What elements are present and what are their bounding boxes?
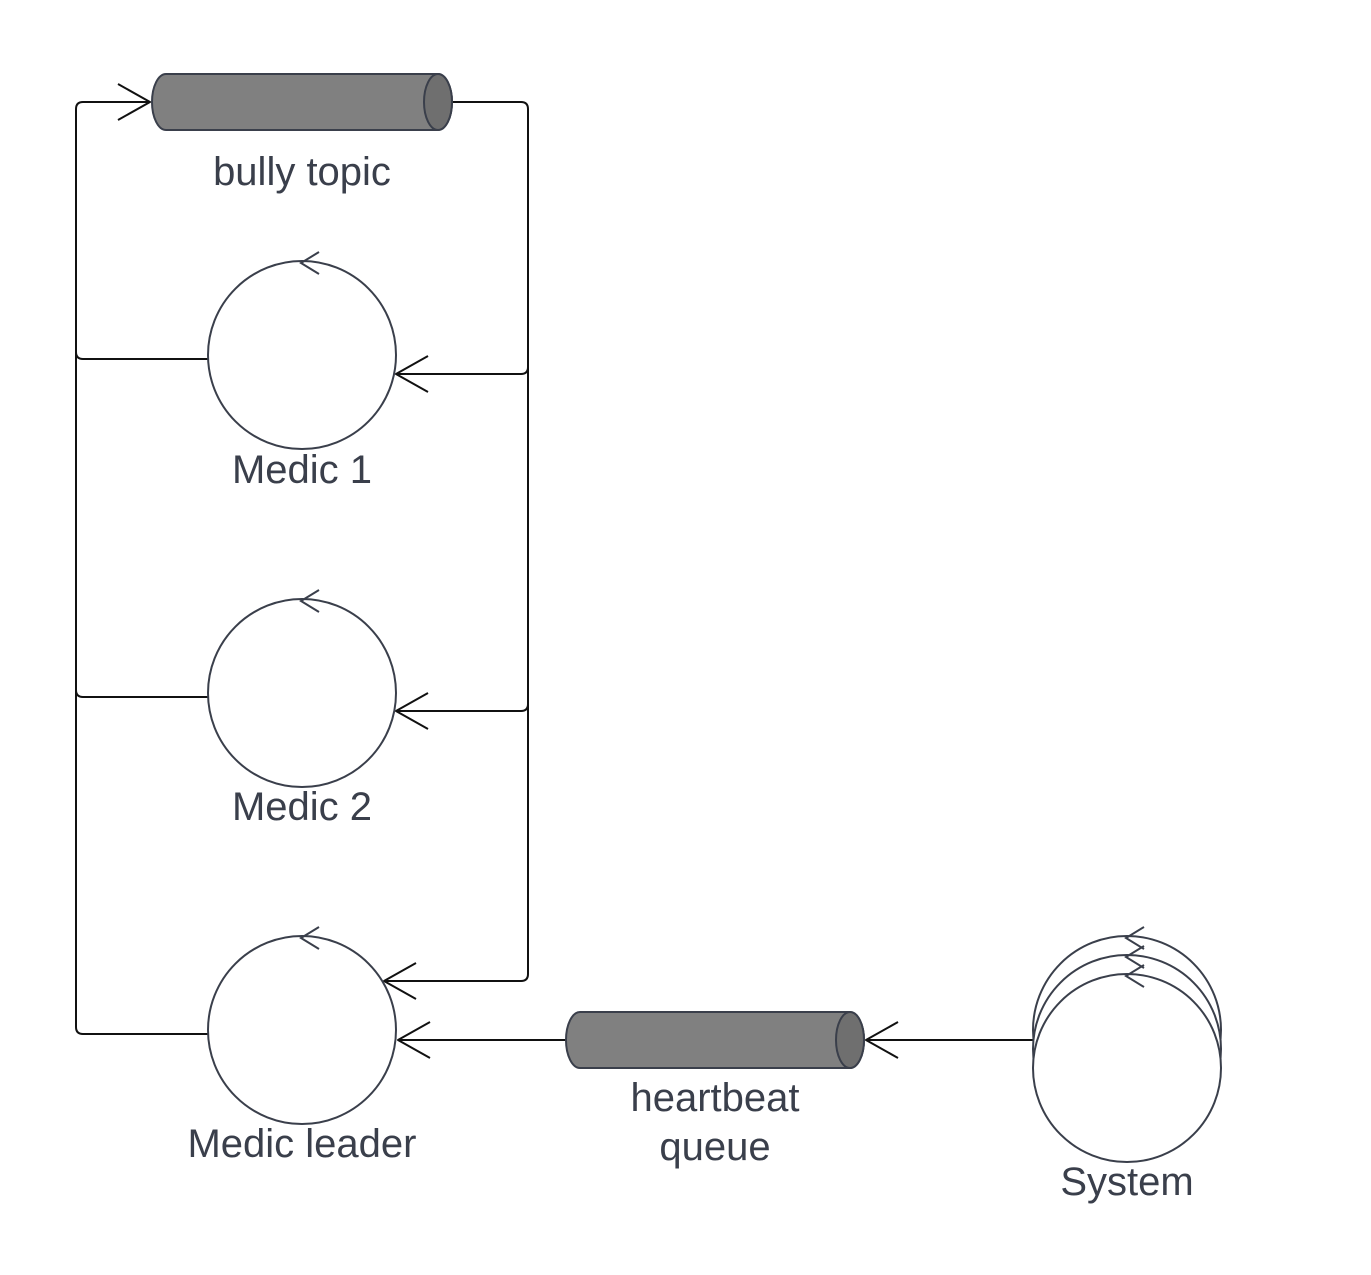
bully-topic-queue-body — [151, 73, 453, 131]
heartbeat-queue-label-line-2: queue — [659, 1125, 770, 1169]
arrowhead-into-medic-leader-from-queue — [397, 1021, 431, 1059]
medic-2-circle — [207, 598, 397, 788]
medic-leader-circle — [207, 935, 397, 1125]
heartbeat-queue-label-line-1: heartbeat — [630, 1076, 799, 1120]
publish-line-medic-1 — [75, 351, 208, 360]
medic-leader-node — [207, 926, 397, 1125]
bully-topic-queue-cap — [423, 73, 453, 131]
bully-topic-queue — [151, 73, 453, 131]
arrowhead-into-medic-1 — [395, 355, 429, 393]
system-loop-arrow-icon-back — [1124, 926, 1145, 950]
arrowhead-into-medic-leader-from-topic — [383, 962, 417, 1000]
arrowhead-into-medic-2 — [395, 692, 429, 730]
heartbeat-queue — [565, 1011, 865, 1069]
system-loop-arrow-icon-front — [1124, 964, 1145, 988]
subscribe-line-medic-1 — [396, 366, 529, 375]
medic-2-loop-arrow-icon — [299, 589, 320, 613]
medic-1-node — [207, 251, 397, 450]
subscribe-line-medic-2 — [396, 703, 529, 712]
medic-2-node — [207, 589, 397, 788]
system-loop-arrow-icon-middle — [1124, 945, 1145, 969]
subscribe-line-right-bus — [384, 101, 529, 982]
arrowhead-into-heartbeat-queue — [865, 1021, 899, 1059]
publish-line-left-bus — [75, 101, 208, 1035]
heartbeat-queue-cap — [835, 1011, 865, 1069]
medic-1-label: Medic 1 — [232, 448, 372, 492]
medic-1-loop-arrow-icon — [299, 251, 320, 275]
bully-topic-label: bully topic — [213, 150, 391, 194]
system-label: System — [1060, 1160, 1193, 1204]
medic-leader-label: Medic leader — [187, 1122, 416, 1166]
arrowhead-into-bully-topic — [117, 83, 151, 121]
medic-1-circle — [207, 260, 397, 450]
system-node — [1032, 926, 1222, 1163]
heartbeat-queue-body — [565, 1011, 865, 1069]
system-circle-front — [1032, 973, 1222, 1163]
publish-line-medic-2 — [75, 689, 208, 698]
medic-2-label: Medic 2 — [232, 785, 372, 829]
medic-leader-loop-arrow-icon — [299, 926, 320, 950]
